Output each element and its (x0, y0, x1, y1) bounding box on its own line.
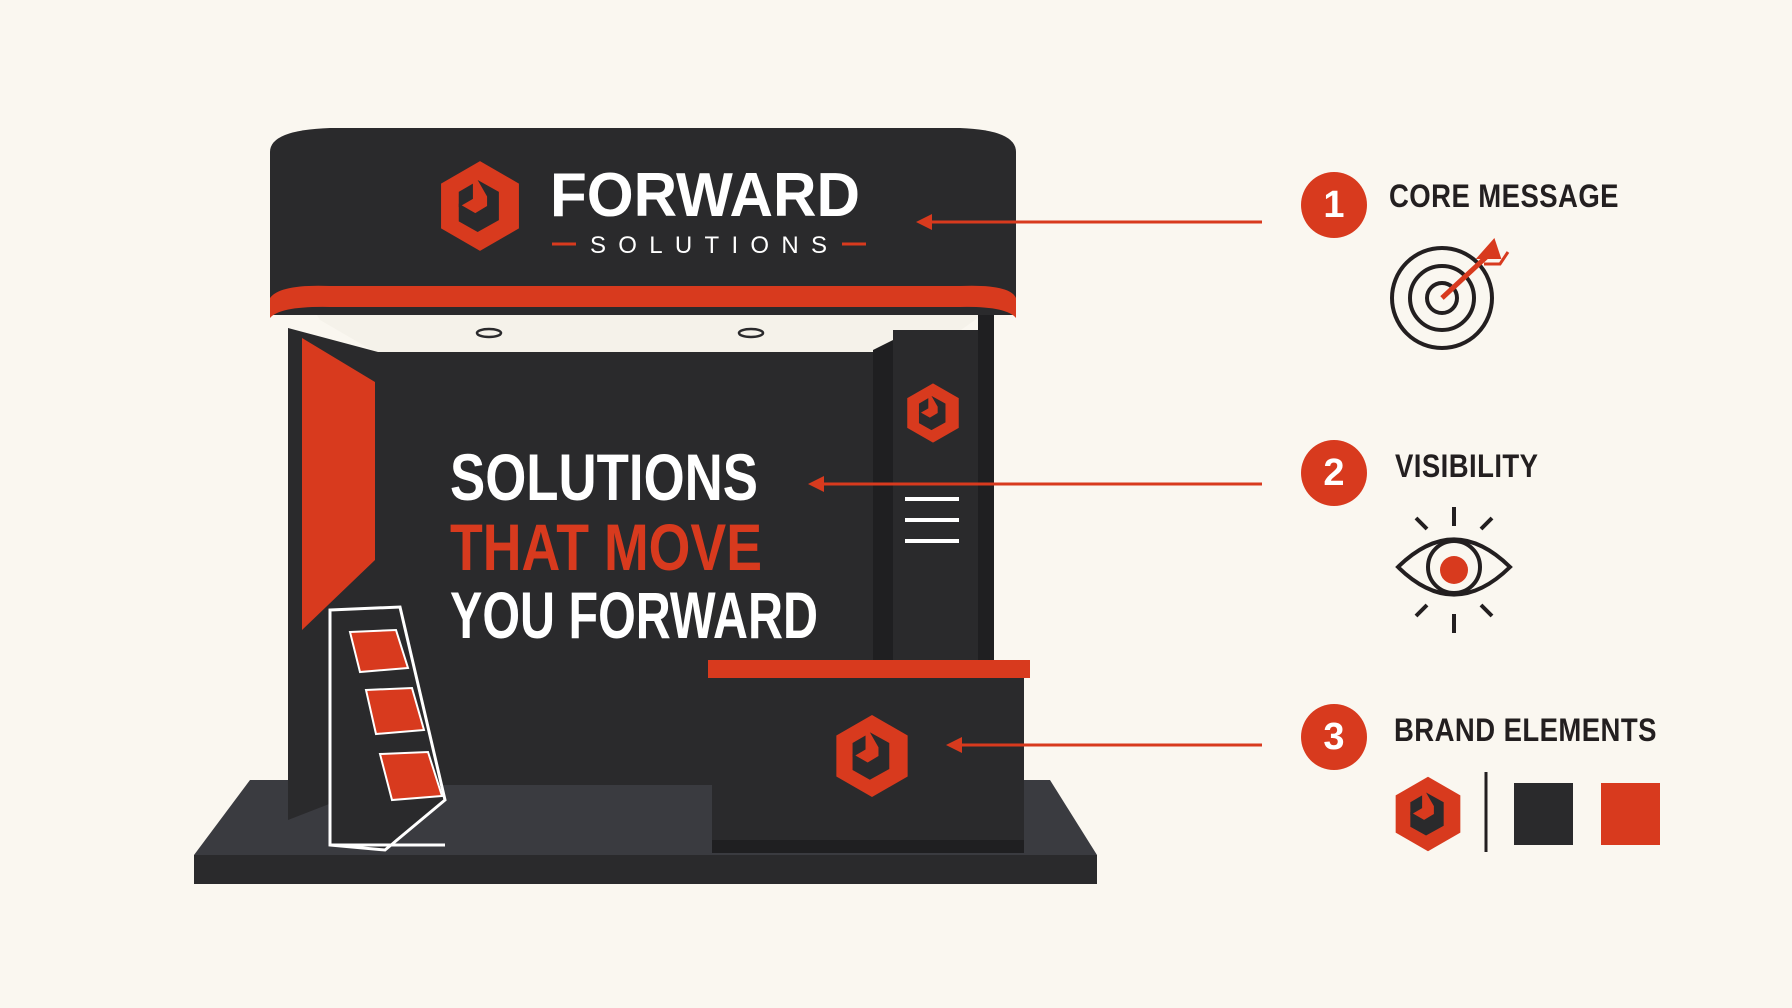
callout-badge-1: 1 (1301, 172, 1367, 238)
ceiling-light (475, 327, 503, 339)
headline-line2: THAT MOVE (450, 510, 762, 584)
callout-arrow-2 (808, 476, 1262, 492)
header-accent-stripe (270, 285, 1016, 318)
callout-arrow-1 (916, 214, 1262, 230)
swatch-accent (1601, 783, 1660, 845)
eye-icon (1395, 507, 1513, 633)
tower-text-line (905, 539, 959, 543)
headline-line3: YOU FORWARD (450, 578, 818, 652)
callout-label-core-message: CORE MESSAGE (1389, 178, 1619, 214)
desk-body-shade (712, 840, 1024, 853)
right-tower-side (873, 340, 893, 668)
left-wall-accent (302, 338, 375, 630)
ceiling-panel (315, 312, 982, 352)
callout-badge-3: 3 (1301, 704, 1367, 770)
brand-logo-icon (1395, 776, 1461, 852)
callout-badge-2: 2 (1301, 440, 1367, 506)
brochure (378, 750, 444, 802)
header-brand-sub: SOLUTIONS (590, 232, 834, 259)
desk-top (708, 660, 1030, 678)
tower-text-line (905, 518, 959, 522)
brochure (348, 628, 410, 674)
tower-text-line (905, 497, 959, 501)
brochure (364, 686, 426, 736)
callout-label-visibility: VISIBILITY (1395, 448, 1539, 484)
target-icon (1390, 238, 1510, 350)
ceiling-light (737, 327, 765, 339)
booth-floor-edge (194, 855, 1097, 884)
headline-line1: SOLUTIONS (450, 440, 758, 514)
callout-arrow-3 (946, 737, 1262, 753)
callout-label-brand-elements: BRAND ELEMENTS (1394, 712, 1657, 748)
swatch-dark (1514, 783, 1573, 845)
header-brand-name: FORWARD (550, 161, 860, 230)
